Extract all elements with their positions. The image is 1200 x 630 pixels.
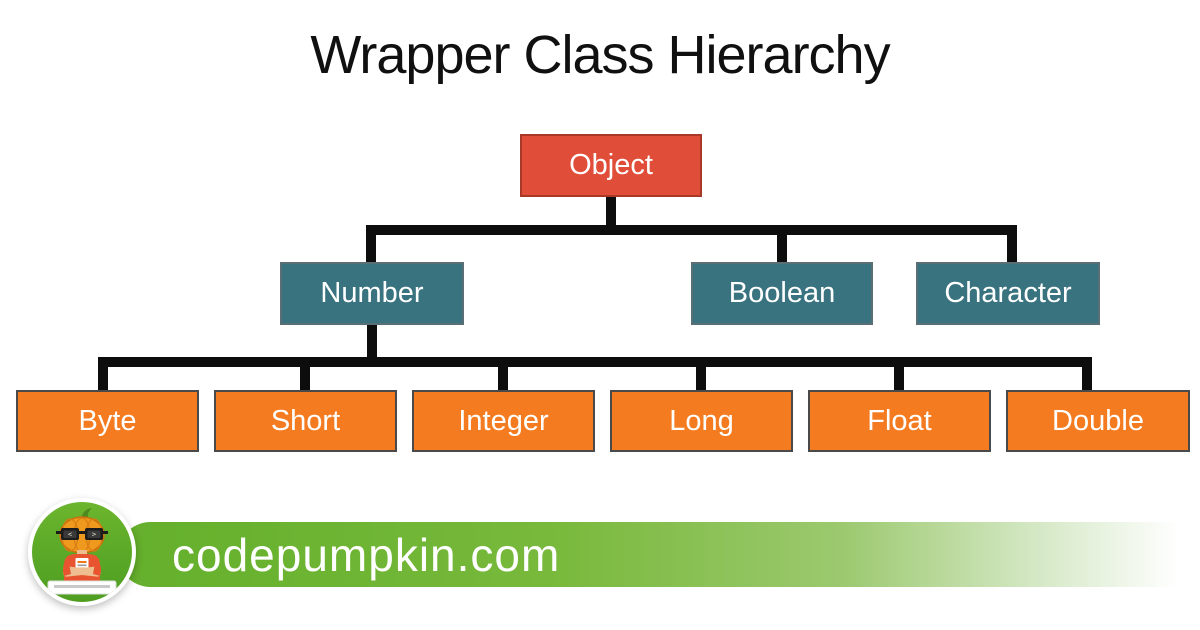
node-object-label: Object — [569, 149, 653, 181]
node-object: Object — [520, 134, 702, 197]
connector-to-character — [1007, 234, 1017, 263]
connector-to-number — [366, 234, 376, 263]
node-short-label: Short — [270, 404, 341, 437]
connector-to-integer — [498, 366, 508, 391]
connector-object-stem — [606, 196, 616, 226]
svg-text:>: > — [92, 531, 96, 539]
node-short: Short — [214, 390, 397, 452]
connector-to-byte — [98, 366, 108, 391]
node-number: Number — [280, 262, 464, 325]
node-character-label: Character — [944, 277, 1072, 309]
node-integer: Integer — [412, 390, 595, 452]
connector-level1-rail — [366, 225, 1017, 235]
node-float-label: Float — [867, 404, 932, 437]
node-byte-label: Byte — [78, 404, 137, 437]
node-character: Character — [916, 262, 1100, 325]
node-boolean-label: Boolean — [728, 277, 836, 309]
node-integer-label: Integer — [458, 404, 549, 437]
svg-text:<: < — [68, 531, 72, 539]
connector-to-long — [696, 366, 706, 391]
footer-banner: codepumpkin.com — [118, 522, 1200, 587]
pumpkin-mascot-icon: < > — [47, 508, 117, 595]
node-byte: Byte — [16, 390, 199, 452]
connector-number-stem — [367, 324, 377, 358]
node-double-label: Double — [1052, 404, 1144, 437]
node-long: Long — [610, 390, 793, 452]
node-double: Double — [1006, 390, 1190, 452]
connector-to-boolean — [777, 234, 787, 263]
connector-to-double — [1082, 366, 1092, 391]
node-boolean: Boolean — [691, 262, 873, 325]
node-number-label: Number — [320, 277, 424, 309]
codepumpkin-logo: < > — [28, 498, 136, 606]
node-long-label: Long — [669, 404, 734, 437]
site-url-text: codepumpkin.com — [172, 528, 561, 581]
connector-level2-rail — [98, 357, 1092, 367]
connector-to-float — [894, 366, 904, 391]
connector-to-short — [300, 366, 310, 391]
node-float: Float — [808, 390, 991, 452]
page-title: Wrapper Class Hierarchy — [310, 25, 890, 85]
